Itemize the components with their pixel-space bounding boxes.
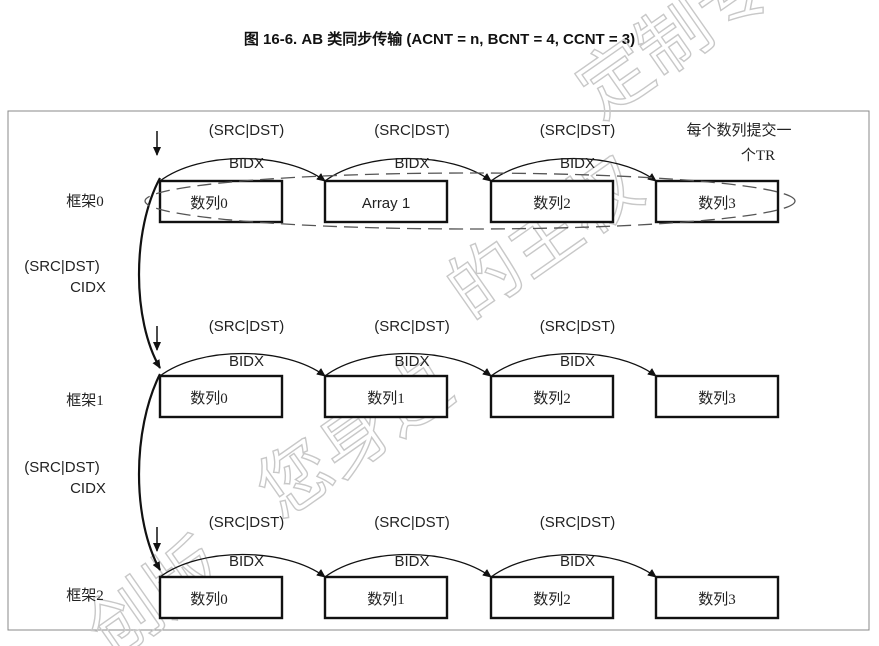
array-box-0-1: [323, 179, 449, 224]
arc-bidx-label-1-2: BIDX: [560, 353, 595, 370]
array-label-2-1: 数列1: [367, 591, 405, 608]
arc-bidx-label-0-1: BIDX: [394, 155, 429, 172]
bidx-arc-1-2: [490, 352, 657, 377]
array-box-1-0: [158, 374, 284, 419]
frame-label-1: 框架1: [66, 392, 104, 409]
frame-row-1: 框架1 数列0 数列1 数列2 数列3 (SRC|DST) BIDX (SRC|DST) BID…: [66, 318, 780, 419]
array-box-0-3: [654, 179, 780, 224]
array-label-1-3: 数列3: [698, 390, 736, 407]
arc-top-label-1-0: (SRC|DST): [209, 318, 285, 335]
note-line1: 每个数列提交一: [686, 121, 791, 139]
bidx-arc-2-0: [159, 553, 326, 578]
arc-top-label-2-0: (SRC|DST): [209, 514, 285, 531]
array-box-2-2: [489, 575, 615, 620]
figure-title: 图 16-6. AB 类同步传输 (ACNT = n, BCNT = 4, CC…: [243, 31, 636, 48]
array-label-1-2: 数列2: [533, 390, 571, 407]
arc-top-label-2-2: (SRC|DST): [540, 514, 616, 531]
frame-row-2: 框架2 数列0 数列1 数列2 数列3 (SRC|DST) BIDX (SRC|DST) BID…: [66, 514, 780, 620]
cidx-label-1-line1: (SRC|DST): [24, 258, 100, 275]
array-box-2-0: [158, 575, 284, 620]
bidx-arc-1-0: [159, 352, 326, 377]
diagram-border: [7, 110, 870, 631]
cidx-arrow-1-2: [137, 373, 161, 571]
bidx-arc-2-1: [324, 553, 492, 578]
array-label-1-0: 数列0: [190, 390, 228, 407]
frame-label-0: 框架0: [66, 193, 104, 210]
array-box-2-1: [323, 575, 449, 620]
arc-bidx-label-1-0: BIDX: [229, 353, 264, 370]
array-box-1-1: [323, 374, 449, 419]
cidx-label-1-line2: CIDX: [70, 279, 106, 296]
arc-top-label-1-1: (SRC|DST): [374, 318, 450, 335]
bidx-arc-0-2: [490, 157, 657, 182]
arc-bidx-label-0-0: BIDX: [229, 155, 264, 172]
frame-label-2: 框架2: [66, 587, 104, 604]
cidx-label-2-line2: CIDX: [70, 480, 106, 497]
bidx-arc-0-0: [159, 157, 326, 182]
array-label-0-0: 数列0: [190, 195, 228, 212]
watermark-text-1: 定制专: [562, 0, 787, 134]
arc-top-label-0-1: (SRC|DST): [374, 122, 450, 139]
array-label-0-3: 数列3: [698, 195, 736, 212]
cidx-arrow-0-1: [137, 177, 161, 369]
arc-top-label-0-0: (SRC|DST): [209, 122, 285, 139]
watermark-text-3: 您身边: [242, 341, 467, 534]
array-label-0-1: Array 1: [362, 195, 410, 212]
arc-top-label-0-2: (SRC|DST): [540, 122, 616, 139]
array-label-0-2: 数列2: [533, 195, 571, 212]
arc-bidx-label-2-2: BIDX: [560, 553, 595, 570]
watermark-text-2: 的主权: [432, 141, 657, 334]
array-label-1-1: 数列1: [367, 390, 405, 407]
array-label-2-2: 数列2: [533, 591, 571, 608]
array-label-2-0: 数列0: [190, 591, 228, 608]
arc-top-label-1-2: (SRC|DST): [540, 318, 616, 335]
arc-bidx-label-2-0: BIDX: [229, 553, 264, 570]
array-box-1-3: [654, 374, 780, 419]
bidx-arc-0-1: [324, 157, 492, 182]
note-line2: 个TR: [741, 147, 775, 164]
arc-top-label-2-1: (SRC|DST): [374, 514, 450, 531]
bidx-arc-2-2: [490, 553, 657, 578]
array-box-1-2: [489, 374, 615, 419]
bidx-arc-1-1: [324, 352, 492, 377]
frame0-tr-ellipse: [144, 172, 796, 230]
array-box-0-2: [489, 179, 615, 224]
arc-bidx-label-1-1: BIDX: [394, 353, 429, 370]
arc-bidx-label-0-2: BIDX: [560, 155, 595, 172]
cidx-label-2-line1: (SRC|DST): [24, 459, 100, 476]
array-box-2-3: [654, 575, 780, 620]
array-label-2-3: 数列3: [698, 591, 736, 608]
arc-bidx-label-2-1: BIDX: [394, 553, 429, 570]
frame-row-0: 框架0 数列0 Array 1 数列2 数列3 (SRC|DST) BIDX (SRC|DST…: [66, 122, 780, 224]
